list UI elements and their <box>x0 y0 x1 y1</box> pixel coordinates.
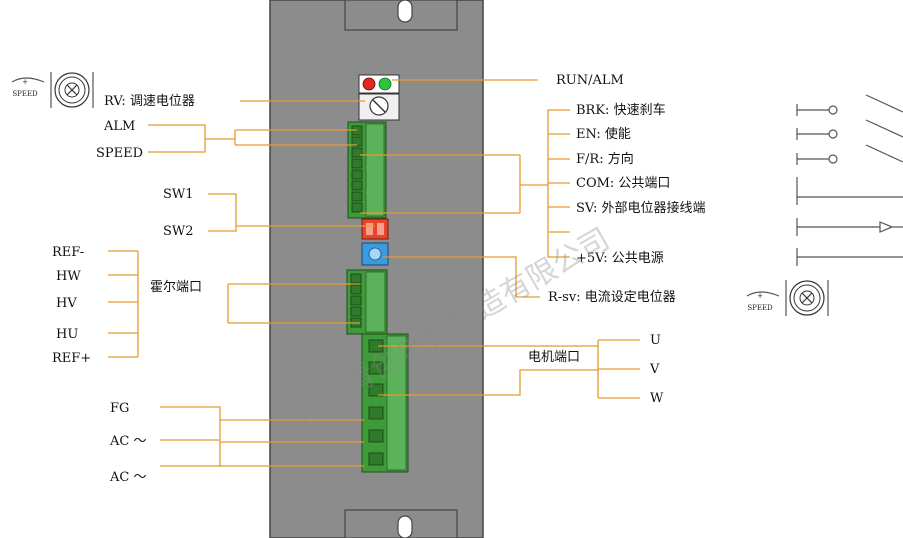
knob-plus-left: + <box>22 78 28 86</box>
current-setting-potentiometer <box>361 242 389 266</box>
label-ref-plus: REF+ <box>52 351 91 366</box>
label-brk: BRK: 快速刹车 <box>576 102 666 118</box>
label-motor-port: 电机端口 <box>528 350 580 365</box>
label-hu: HU <box>56 327 78 342</box>
knob-plus-right: + <box>757 292 763 300</box>
led-green <box>378 77 392 91</box>
power-motor-terminal-block <box>361 333 409 473</box>
label-rsv: R-sv: 电流设定电位器 <box>548 290 676 305</box>
label-ref-minus: REF- <box>52 245 84 260</box>
label-sw1: SW1 <box>163 187 194 202</box>
label-speed: SPEED <box>96 146 143 161</box>
label-fr: F/R: 方向 <box>576 151 634 167</box>
label-hv: HV <box>56 296 77 311</box>
label-hall-port: 霍尔端口 <box>150 280 202 295</box>
label-hw: HW <box>56 269 81 284</box>
label-en: EN: 使能 <box>576 126 631 142</box>
speed-knob-icon-left: + SPEED <box>11 72 94 108</box>
label-ac-2: AC ～ <box>109 470 146 485</box>
top-mounting-slot <box>397 0 413 23</box>
bottom-mounting-slot <box>397 515 413 538</box>
label-com: COM: 公共端口 <box>576 176 670 191</box>
label-u: U <box>650 333 661 348</box>
dip-switch <box>361 218 389 240</box>
label-sv: SV: 外部电位器接线端 <box>576 200 706 216</box>
led-red <box>362 77 376 91</box>
label-rv: RV: 调速电位器 <box>104 94 195 109</box>
control-terminal-block <box>347 121 387 219</box>
leader-lines <box>108 79 640 467</box>
label-w: W <box>650 391 664 406</box>
label-fg: FG <box>110 401 129 416</box>
hall-terminal-block <box>346 269 388 335</box>
label-ac-1: AC ～ <box>109 434 146 449</box>
rv-potentiometer <box>358 93 400 121</box>
speed-knob-icon-right: + SPEED <box>746 280 829 316</box>
external-switch-symbols <box>796 94 903 266</box>
label-sw2: SW2 <box>163 224 194 239</box>
knob-speed-left: SPEED <box>12 90 38 98</box>
label-run-alm: RUN/ALM <box>556 73 624 88</box>
label-v: V <box>649 362 660 377</box>
status-leds <box>358 74 400 94</box>
label-alm: ALM <box>103 119 135 134</box>
label-plus5v: +5V: 公共电源 <box>576 251 664 266</box>
knob-speed-right: SPEED <box>747 304 773 312</box>
